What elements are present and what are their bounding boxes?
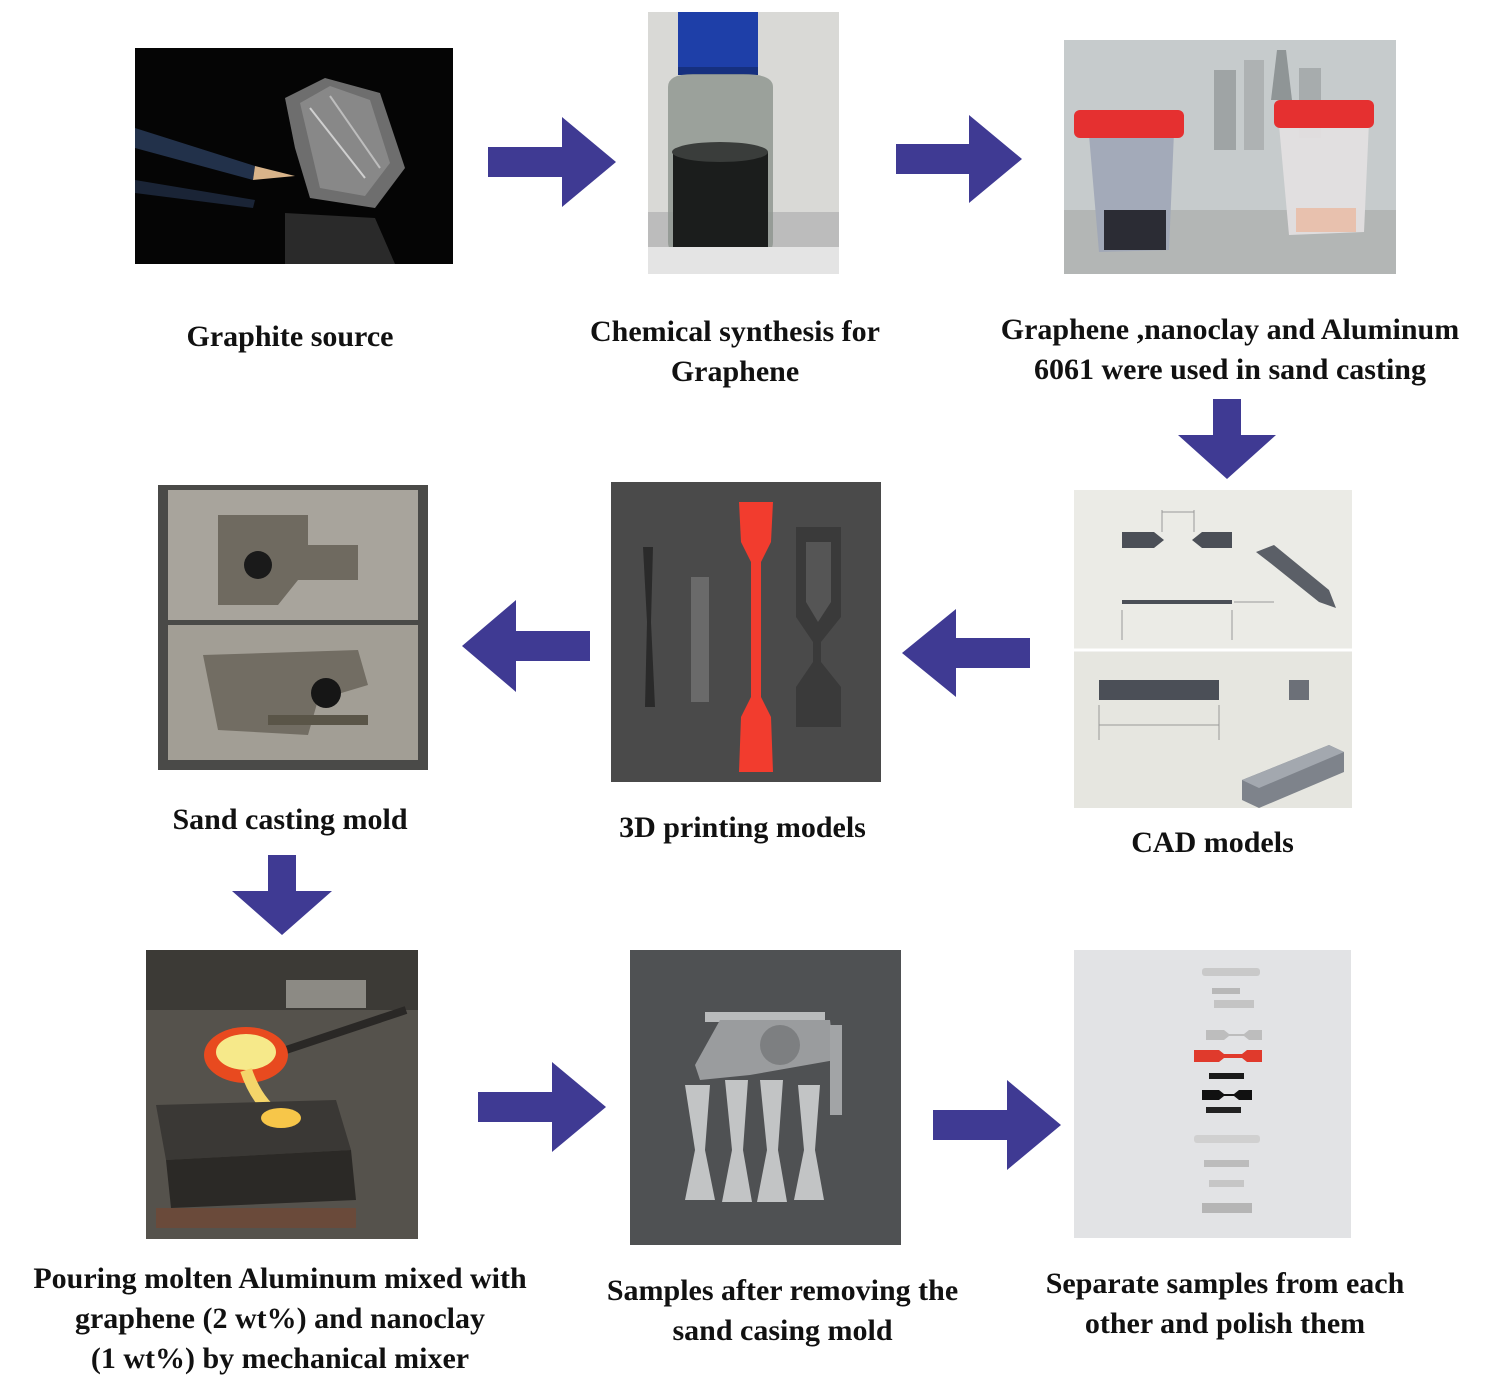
arrow-left-2 — [462, 598, 590, 695]
arrow-down-2 — [230, 855, 334, 935]
arrow-right-2 — [896, 113, 1022, 206]
arrow-right-4 — [933, 1078, 1061, 1173]
arrow-down-1 — [1176, 399, 1278, 479]
caption-materials: Graphene ,nanoclay and Aluminum 6061 wer… — [1000, 313, 1460, 386]
arrow-down-2-shape — [232, 855, 332, 935]
arrow-left-1-shape — [902, 609, 1030, 697]
caption-chemical-synthesis: Chemical synthesis for Graphene — [590, 315, 880, 388]
arrow-left-2-shape — [462, 600, 590, 692]
caption-separate-samples: Separate samples from each other and pol… — [1045, 1267, 1405, 1340]
arrow-right-2-shape — [896, 115, 1022, 203]
containers-photo — [1064, 40, 1396, 274]
graphite-photo — [135, 48, 453, 264]
arrow-down-1-shape — [1178, 399, 1276, 479]
caption-3d-printing: 3D printing models — [619, 811, 866, 844]
cast-samples-photo — [630, 950, 901, 1245]
arrow-right-4-shape — [933, 1080, 1061, 1170]
mold-photo — [158, 485, 428, 770]
polished-samples-photo — [1074, 950, 1351, 1238]
caption-sand-casting-mold: Sand casting mold — [172, 803, 408, 836]
caption-graphite-source: Graphite source — [186, 320, 394, 353]
cad-drawing — [1074, 490, 1352, 808]
arrow-right-1-shape — [488, 117, 616, 207]
jar-photo — [648, 12, 839, 274]
arrow-left-1 — [902, 607, 1030, 700]
caption-pouring: Pouring molten Aluminum mixed with graph… — [33, 1262, 527, 1375]
caption-samples-after: Samples after removing the sand casing m… — [606, 1274, 959, 1347]
printed-parts-photo — [611, 482, 881, 782]
caption-cad-models: CAD models — [1131, 826, 1294, 859]
pouring-photo — [146, 950, 418, 1239]
arrow-right-3 — [478, 1060, 606, 1155]
arrow-right-3-shape — [478, 1062, 606, 1152]
arrow-right-1 — [488, 115, 616, 210]
